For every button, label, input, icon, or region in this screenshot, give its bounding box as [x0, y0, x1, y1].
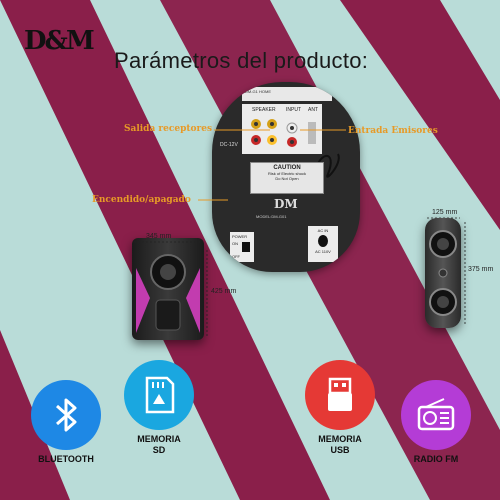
annotation-encendido: Encendido/apagado: [92, 195, 191, 205]
annotation-salida: Salida receptores: [124, 124, 213, 134]
input-label: INPUT: [286, 107, 301, 113]
feature-bluetooth: BLUETOOTH: [28, 380, 104, 465]
ac-in-label: AC IN: [317, 228, 329, 233]
panel-brand: DM: [274, 197, 298, 211]
power-label: POWER: [232, 234, 248, 239]
satellite-front: [429, 230, 457, 316]
back-panel-image: DM-G1 HOME SPEAKER INPUT ANT DC-12V CAUT…: [212, 82, 360, 272]
satellite-speaker-image: [425, 218, 461, 328]
feature-label: MEMORIA SD: [137, 434, 181, 455]
subwoofer-image: [132, 238, 204, 340]
sd-card-icon: [124, 360, 194, 430]
usb-icon: [305, 360, 375, 430]
off-label: OFF: [232, 254, 240, 259]
feature-radio: RADIO FM: [398, 380, 474, 465]
power-switch: [242, 242, 250, 252]
feature-label: BLUETOOTH: [38, 454, 94, 464]
subwoofer-height: 425 mm: [211, 288, 237, 295]
brand-logo: D&M: [24, 26, 95, 56]
connector-plate: SPEAKER INPUT ANT DC-12V: [220, 104, 322, 154]
caution-line2: Do Not Open: [275, 176, 299, 181]
ac-cord: [318, 235, 328, 247]
on-label: ON: [232, 241, 238, 246]
ant-label: ANT: [308, 107, 318, 113]
annotation-entrada: Entrada Emisores: [348, 126, 438, 136]
feature-label: RADIO FM: [413, 454, 459, 464]
speaker-label: SPEAKER: [252, 107, 276, 113]
radio-icon: [401, 380, 471, 450]
bluetooth-icon: [31, 380, 101, 450]
dc-label: DC-12V: [220, 142, 238, 148]
ac-voltage: AC 110V: [315, 249, 331, 254]
subwoofer-front: [136, 254, 200, 333]
page-title: Parámetros del producto:: [114, 48, 369, 73]
feature-usb: MEMORIA USB: [302, 360, 378, 456]
rca-jacks: [251, 119, 316, 147]
caution-line1: Risk of Electric shock: [267, 171, 306, 176]
cable-coil: [312, 153, 340, 180]
ac-input-plate: AC IN AC 110V: [308, 226, 338, 262]
subwoofer-width: 345 mm: [146, 233, 172, 240]
feature-label: MEMORIA USB: [318, 434, 362, 455]
caution-label: CAUTION Risk of Electric shock Do Not Op…: [250, 162, 324, 194]
satellite-height: 375 mm: [468, 266, 494, 273]
caution-title: CAUTION: [273, 165, 301, 171]
power-switch-plate: POWER ON OFF: [230, 232, 254, 262]
model-rating: MODEL:DM-G01: [256, 214, 287, 219]
feature-sd: MEMORIA SD: [121, 360, 197, 456]
satellite-width: 125 mm: [432, 209, 458, 216]
panel-top-sticker: DM-G1 HOME: [242, 87, 332, 101]
